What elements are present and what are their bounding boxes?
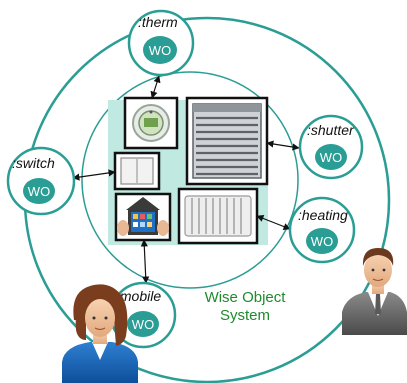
wo-badge-text: WO — [320, 150, 342, 165]
wo-badge-text: WO — [28, 184, 50, 199]
wise-object-label: :switch — [12, 155, 55, 171]
wall-switch-icon — [120, 157, 154, 185]
heating-device — [177, 187, 259, 245]
shutter-connector — [266, 140, 300, 151]
wise-object-shutter: :shutter WO — [298, 114, 364, 180]
thermostat-icon — [132, 104, 170, 142]
wise-object-label: :mobile — [116, 288, 161, 304]
heating-connector — [256, 215, 291, 230]
radiator-icon — [184, 195, 252, 237]
female-user-icon — [62, 284, 138, 383]
system-label-line1: Wise Object — [205, 289, 287, 306]
system-label-line2: System — [220, 307, 270, 324]
wo-badge-text: WO — [149, 43, 171, 58]
wise-object-mobile: :mobile WO — [109, 281, 177, 349]
switch-connector — [72, 169, 116, 181]
wo-badge-text: WO — [132, 317, 154, 332]
male-user-icon — [342, 248, 407, 335]
wise-object-switch: :switch WO — [6, 146, 76, 216]
mobile-connector — [140, 239, 150, 284]
therm-connector — [150, 75, 161, 99]
switch-device — [113, 151, 161, 191]
mobile-device — [114, 192, 172, 242]
smartphone-home-icon — [117, 197, 169, 236]
wise-object-label: :therm — [138, 14, 178, 30]
roller-shutter-icon — [192, 103, 262, 179]
wise-object-label: :shutter — [307, 122, 355, 138]
wise-object-therm: :therm WO — [127, 9, 195, 77]
wise-object-label: :heating — [298, 207, 348, 223]
thermostat-device — [123, 96, 179, 150]
shutter-device — [185, 96, 269, 186]
wise-object-heating: :heating WO — [288, 196, 356, 264]
wo-badge-text: WO — [311, 234, 333, 249]
